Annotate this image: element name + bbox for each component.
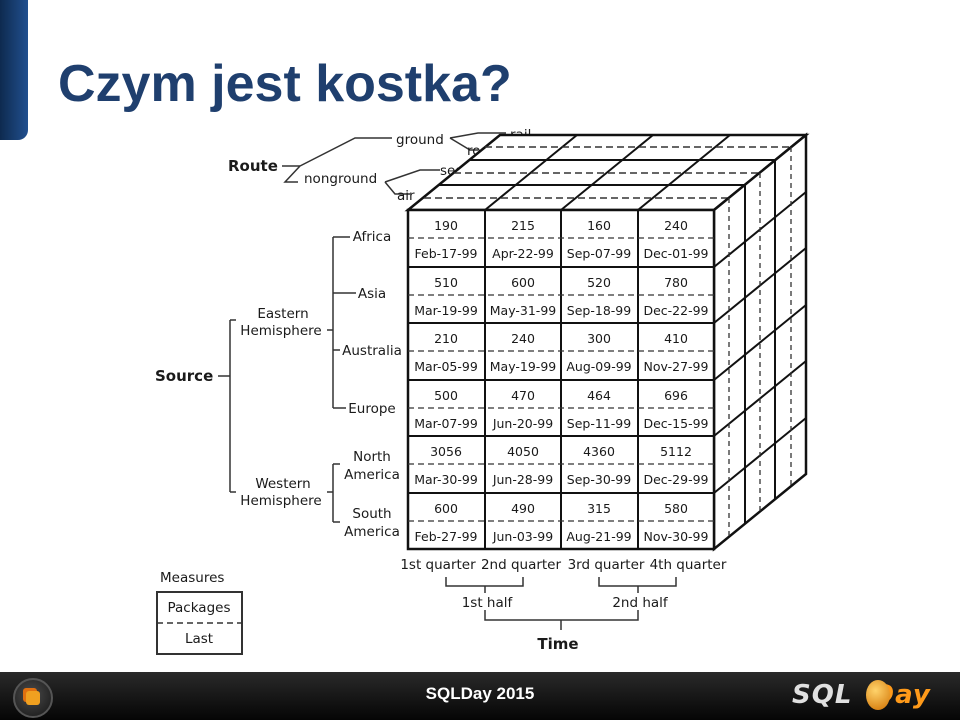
- cell-date: Nov-27-99: [644, 359, 709, 374]
- cell-date: Apr-22-99: [492, 246, 554, 261]
- cell-value: 520: [587, 275, 611, 290]
- cube-cells: 190 Feb-17-99 215 Apr-22-99 160 Sep-07-9…: [414, 218, 708, 544]
- cell-date: Sep-07-99: [567, 246, 631, 261]
- source-australia-label: Australia: [342, 343, 402, 359]
- cell-value: 215: [511, 218, 535, 233]
- cell-value: 5112: [660, 444, 692, 459]
- time-quarter-3: 3rd quarter: [568, 557, 645, 573]
- measures-packages: Packages: [168, 600, 231, 616]
- cell-value: 190: [434, 218, 458, 233]
- cell-date: Mar-30-99: [414, 472, 478, 487]
- source-north-america-line2: America: [344, 467, 400, 483]
- cell-value: 410: [664, 331, 688, 346]
- cell-date: Feb-17-99: [415, 246, 478, 261]
- cube-right-face: [712, 132, 808, 552]
- cell-date: Sep-30-99: [567, 472, 631, 487]
- source-africa-label: Africa: [353, 229, 392, 245]
- cell-value: 510: [434, 275, 458, 290]
- title-accent-bar: [0, 0, 28, 140]
- route-air-label: air: [397, 188, 415, 204]
- time-quarter-1: 1st quarter: [400, 557, 476, 573]
- cell-date: Dec-22-99: [643, 303, 708, 318]
- source-label: Source: [155, 367, 213, 385]
- source-south-america-line2: America: [344, 524, 400, 540]
- cell-date: Dec-15-99: [643, 416, 708, 431]
- cell-value: 300: [587, 331, 611, 346]
- cell-value: 4050: [507, 444, 539, 459]
- source-asia-label: Asia: [358, 286, 386, 302]
- cell-value: 4360: [583, 444, 615, 459]
- cell-date: Aug-21-99: [566, 529, 631, 544]
- route-ground-label: ground: [396, 132, 444, 148]
- time-half-1: 1st half: [462, 595, 514, 611]
- cell-value: 696: [664, 388, 688, 403]
- cell-date: Mar-05-99: [414, 359, 478, 374]
- time-tree-lines: [445, 577, 677, 630]
- time-quarter-2: 2nd quarter: [481, 557, 562, 573]
- cell-date: Sep-18-99: [567, 303, 631, 318]
- cell-value: 600: [434, 501, 458, 516]
- slide-title: Czym jest kostka?: [58, 55, 512, 113]
- source-south-america-line1: South: [352, 506, 391, 522]
- cube-top-face: [404, 133, 810, 212]
- source-north-america-line1: North: [353, 449, 391, 465]
- source-europe-label: Europe: [348, 401, 395, 417]
- route-nonground-label: nonground: [304, 171, 377, 187]
- cell-date: Nov-30-99: [644, 529, 709, 544]
- cell-date: Jun-28-99: [492, 472, 553, 487]
- measures-last: Last: [185, 631, 213, 647]
- source-tree-lines: [218, 236, 356, 523]
- logo-left: SQL: [792, 680, 853, 710]
- cell-date: Jun-03-99: [492, 529, 553, 544]
- olap-cube-diagram: Route ground rail road nonground sea air…: [155, 127, 810, 655]
- source-eastern-line2: Hemisphere: [240, 323, 321, 339]
- time-quarter-4: 4th quarter: [650, 557, 727, 573]
- footer-text: SQLDay 2015: [425, 684, 535, 703]
- cell-date: Mar-07-99: [414, 416, 478, 431]
- cell-value: 160: [587, 218, 611, 233]
- cell-date: Sep-11-99: [567, 416, 631, 431]
- source-western-line1: Western: [255, 476, 310, 492]
- cell-value: 490: [511, 501, 535, 516]
- sqlday-logo-text: SQL Day: [792, 680, 931, 710]
- cell-value: 500: [434, 388, 458, 403]
- cell-date: May-19-99: [490, 359, 557, 374]
- cell-value: 470: [511, 388, 535, 403]
- cell-value: 600: [511, 275, 535, 290]
- route-tree-lines: [282, 132, 506, 195]
- cell-date: Dec-29-99: [643, 472, 708, 487]
- cell-date: Dec-01-99: [643, 246, 708, 261]
- cell-date: May-31-99: [490, 303, 557, 318]
- footer-bar: SQLDay 2015 SQL Day: [0, 672, 960, 720]
- conference-badge-icon: [13, 678, 53, 718]
- cell-date: Feb-27-99: [415, 529, 478, 544]
- cell-date: Jun-20-99: [492, 416, 553, 431]
- cell-date: Mar-19-99: [414, 303, 478, 318]
- source-eastern-line1: Eastern: [257, 306, 308, 322]
- measures-title: Measures: [160, 570, 224, 586]
- sqlday-logo: SQL Day: [792, 678, 954, 714]
- cube-front-face: [406, 208, 716, 551]
- cell-value: 780: [664, 275, 688, 290]
- database-coin-icon: [866, 680, 890, 710]
- cell-value: 580: [664, 501, 688, 516]
- time-half-2: 2nd half: [612, 595, 669, 611]
- source-western-line2: Hemisphere: [240, 493, 321, 509]
- badge-square-icon: [26, 691, 40, 705]
- cell-value: 3056: [430, 444, 462, 459]
- cell-date: Aug-09-99: [566, 359, 631, 374]
- cell-value: 464: [587, 388, 611, 403]
- cell-value: 240: [511, 331, 535, 346]
- route-label: Route: [228, 157, 278, 175]
- cell-value: 315: [587, 501, 611, 516]
- time-label: Time: [537, 635, 578, 653]
- cell-value: 210: [434, 331, 458, 346]
- cell-value: 240: [664, 218, 688, 233]
